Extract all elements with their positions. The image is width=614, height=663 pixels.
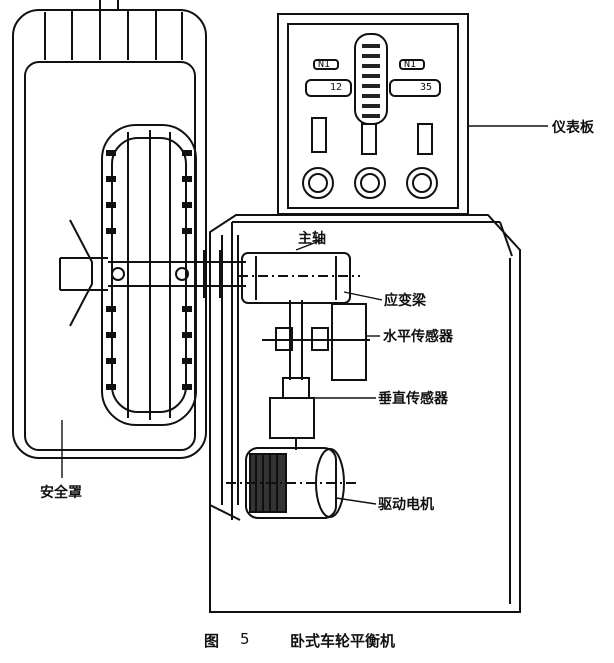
bar-graph-segments — [362, 44, 380, 118]
right-tag: N1 — [404, 59, 417, 70]
spindle-housing — [238, 252, 360, 304]
label-instrument-panel: 仪表板 — [552, 120, 594, 136]
leader-lines — [61, 125, 548, 505]
wheel-tire — [101, 124, 197, 426]
left-display: 12 — [330, 82, 343, 93]
left-tag: N1 — [318, 59, 331, 70]
vertical-sensor-assembly — [269, 377, 315, 450]
label-main-shaft: 主轴 — [298, 231, 326, 247]
label-horizontal-sensor: 水平传感器 — [383, 329, 453, 345]
right-display: 35 — [420, 82, 433, 93]
wing-nut — [59, 219, 108, 327]
caption-figure: 图 — [204, 632, 220, 650]
caption-number: 5 — [240, 630, 250, 648]
label-safety-cover: 安全罩 — [40, 485, 82, 501]
tire-tread — [106, 150, 192, 390]
label-drive-motor: 驱动电机 — [378, 497, 434, 513]
drive-motor-assembly — [226, 447, 356, 519]
label-vertical-sensor: 垂直传感器 — [378, 391, 448, 407]
label-strain-beam: 应变梁 — [384, 293, 426, 309]
machine-body — [209, 214, 521, 613]
caption-title: 卧式车轮平衡机 — [290, 632, 396, 650]
instrument-panel — [277, 13, 469, 215]
horizontal-sensor-assembly — [262, 300, 370, 381]
motor-windings — [250, 454, 286, 512]
